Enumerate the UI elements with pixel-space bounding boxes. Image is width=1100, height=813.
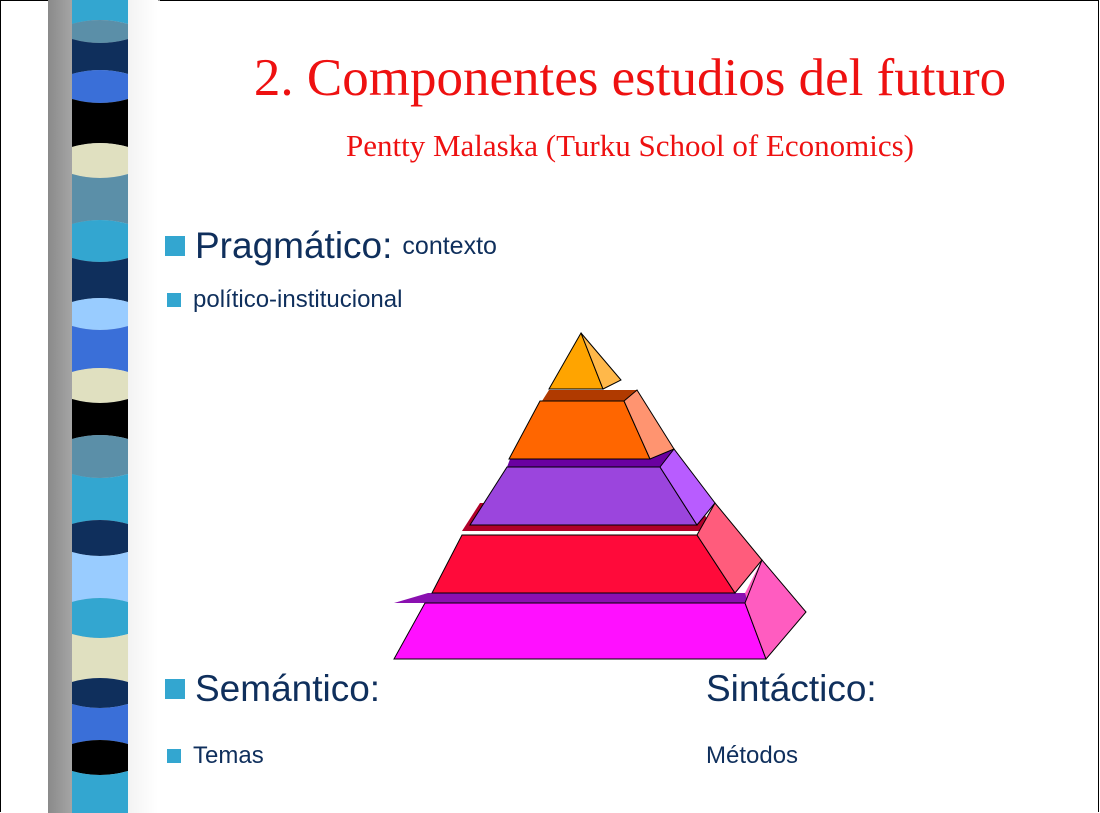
stripe-band — [72, 368, 128, 403]
stripe-band — [72, 704, 128, 744]
stripe-band — [72, 520, 128, 556]
bullet-square-icon — [167, 749, 181, 763]
stripe-band — [72, 174, 128, 224]
stripe-band — [72, 39, 128, 74]
stripe-band — [72, 598, 128, 638]
bullet-politico: político-institucional — [163, 285, 402, 315]
stripe-band — [72, 143, 128, 178]
slide-subtitle: Pentty Malaska (Turku School of Economic… — [346, 128, 914, 163]
bullet-semantico-label: Semántico: — [195, 668, 381, 709]
bullet-pragmatico: Pragmático: contexto — [165, 224, 497, 268]
slide-title: 2. Componentes estudios del futuro — [253, 49, 1007, 107]
bullet-square-icon — [165, 236, 185, 256]
stripe-band — [72, 634, 128, 682]
bullet-square-icon — [167, 293, 181, 307]
pyramid-level-top — [548, 331, 622, 390]
stripe-band — [72, 20, 128, 43]
pyramid-level-base — [393, 559, 807, 660]
pyramid-level-2 — [508, 389, 675, 460]
bullet-temas-label: Temas — [193, 742, 264, 769]
bullet-politico-label: político-institucional — [193, 286, 403, 313]
stripe-band — [72, 326, 128, 372]
stripe-band — [72, 399, 128, 439]
bullet-pragmatico-detail: contexto — [402, 232, 497, 260]
stripe-band — [72, 220, 128, 262]
stripe-band — [72, 552, 128, 602]
sintactico-label: Sintáctico: — [706, 668, 877, 709]
stripe-band — [72, 0, 128, 24]
bullet-temas: Temas — [163, 741, 264, 771]
stripe-band — [72, 70, 128, 103]
stripe-band — [72, 99, 128, 147]
stripe-band — [72, 678, 128, 708]
stripe-band — [72, 771, 128, 813]
stripe-band — [72, 298, 128, 330]
bullet-pragmatico-label: Pragmático: — [195, 225, 393, 266]
pyramid-level-3 — [469, 448, 716, 526]
bullet-square-icon — [165, 679, 185, 699]
stripe-band — [72, 474, 128, 524]
stripe-band — [72, 435, 128, 478]
bullet-semantico: Semántico: — [165, 667, 380, 711]
stripe-band — [72, 258, 128, 302]
stripe-band — [72, 740, 128, 775]
metodos-label: Métodos — [706, 742, 799, 769]
